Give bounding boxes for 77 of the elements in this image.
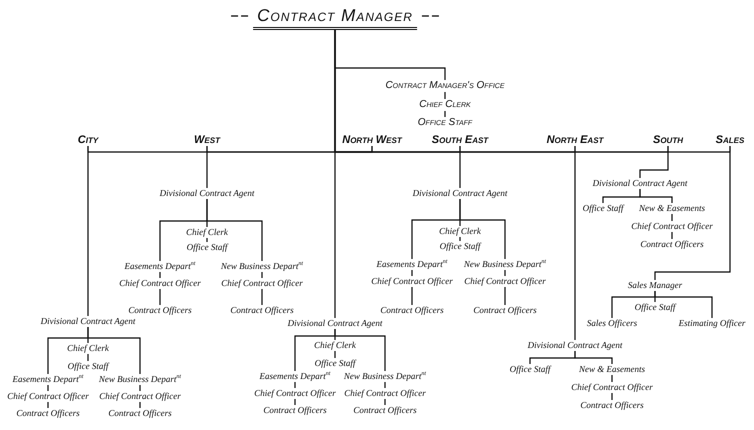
division-heading: North East xyxy=(546,134,604,146)
connector-line xyxy=(654,146,731,280)
connector-line xyxy=(459,146,461,188)
role-label: Chief Clerk xyxy=(186,227,228,238)
role-label: Office Staff xyxy=(440,241,480,252)
role-label: Chief Contract Officer xyxy=(571,382,653,393)
role-label: Chief Contract Officer xyxy=(344,388,426,399)
role-label: Office Staff xyxy=(314,358,356,369)
role-label: Divisional Contract Agent xyxy=(412,188,508,199)
role-label: New Business Depart$^{nt}$ xyxy=(464,259,546,270)
role-label: New Business Depart$^{nt}$ xyxy=(220,261,304,272)
role-label: Estimating Officer xyxy=(678,318,746,329)
role-label: Divisional Contract Agent xyxy=(592,178,688,189)
division-heading: Sales xyxy=(716,134,744,146)
role-label: New Business Depart$^{nt}$ xyxy=(98,374,182,385)
role-label: Contract Officers xyxy=(380,305,444,316)
role-label: Contract Officers xyxy=(580,400,644,411)
role-label: New Business Depart$^{nt}$ xyxy=(344,371,426,382)
role-label: Office Staff xyxy=(186,242,228,253)
role-label: Chief Contract Officer xyxy=(221,278,303,289)
role-label: Easements Depart$^{nt}$ xyxy=(376,259,448,270)
role-label: Divisional Contract Agent xyxy=(288,318,382,329)
connector-line xyxy=(87,327,141,374)
division-heading: North West xyxy=(342,134,402,146)
connector-line xyxy=(639,146,669,178)
division-heading: West xyxy=(194,134,220,146)
role-label: Chief Contract Officer xyxy=(119,278,201,289)
connector-line xyxy=(206,199,263,261)
role-label: Easements Depart$^{nt}$ xyxy=(124,261,196,272)
role-label: Easements Depart$^{nt}$ xyxy=(260,371,330,382)
role-label: Sales Manager xyxy=(628,280,682,291)
role-label: Contract Officers xyxy=(353,405,417,416)
connector-line xyxy=(334,329,386,371)
connector-line xyxy=(334,146,373,318)
connector-line xyxy=(411,287,413,305)
role-label: New & Easements xyxy=(639,203,705,214)
connector-line xyxy=(654,291,713,318)
role-label: Chief Contract Officer xyxy=(371,276,453,287)
role-label: Contract Officers xyxy=(473,305,537,316)
role-label: Chief Contract Officer xyxy=(254,388,336,399)
role-label: Office Staff xyxy=(510,364,550,375)
connector-line xyxy=(261,289,263,305)
role-label: Contract Officers xyxy=(16,408,80,419)
role-label: Divisional Contract Agent xyxy=(160,188,254,199)
role-label: Contract Officers xyxy=(263,405,327,416)
role-label: Office Staff xyxy=(634,302,676,313)
role-label: Office Staff xyxy=(582,203,624,214)
role-label: Chief Clerk xyxy=(314,340,356,351)
role-label: Chief Contract Officer xyxy=(631,221,713,232)
role-label: Contract Officers xyxy=(128,305,192,316)
role-label: Chief Contract Officer xyxy=(7,391,89,402)
connector-line xyxy=(504,287,506,305)
connector-line xyxy=(159,289,161,305)
role-label: New & Easements xyxy=(579,364,645,375)
connector-line xyxy=(334,30,731,153)
connector-line xyxy=(574,351,613,364)
division-heading: South xyxy=(653,134,683,146)
role-label: Easements Depart$^{nt}$ xyxy=(12,374,84,385)
role-label: Divisional Contract Agent xyxy=(528,340,622,351)
role-label: Contract Officers xyxy=(108,408,172,419)
role-label: Chief Contract Officer xyxy=(464,276,546,287)
role-label: Chief Contract Officer xyxy=(99,391,181,402)
connector-line xyxy=(459,199,506,259)
role-label: Sales Officers xyxy=(586,318,638,329)
role-label: Office Staff xyxy=(68,361,108,372)
role-label: Chief Clerk xyxy=(439,226,481,237)
role-label: Contract Officers xyxy=(230,305,294,316)
role-label: Chief Clerk xyxy=(67,343,109,354)
connector-line xyxy=(206,146,208,188)
role-label: Contract Officers xyxy=(640,239,704,250)
connector-line xyxy=(574,146,576,340)
division-heading: South East xyxy=(432,134,488,146)
connector-line xyxy=(639,189,673,203)
role-label: Divisional Contract Agent xyxy=(40,316,136,327)
manager-heading: Contract Manager xyxy=(253,6,417,30)
connector-line xyxy=(87,146,89,316)
division-heading: City xyxy=(78,134,98,146)
